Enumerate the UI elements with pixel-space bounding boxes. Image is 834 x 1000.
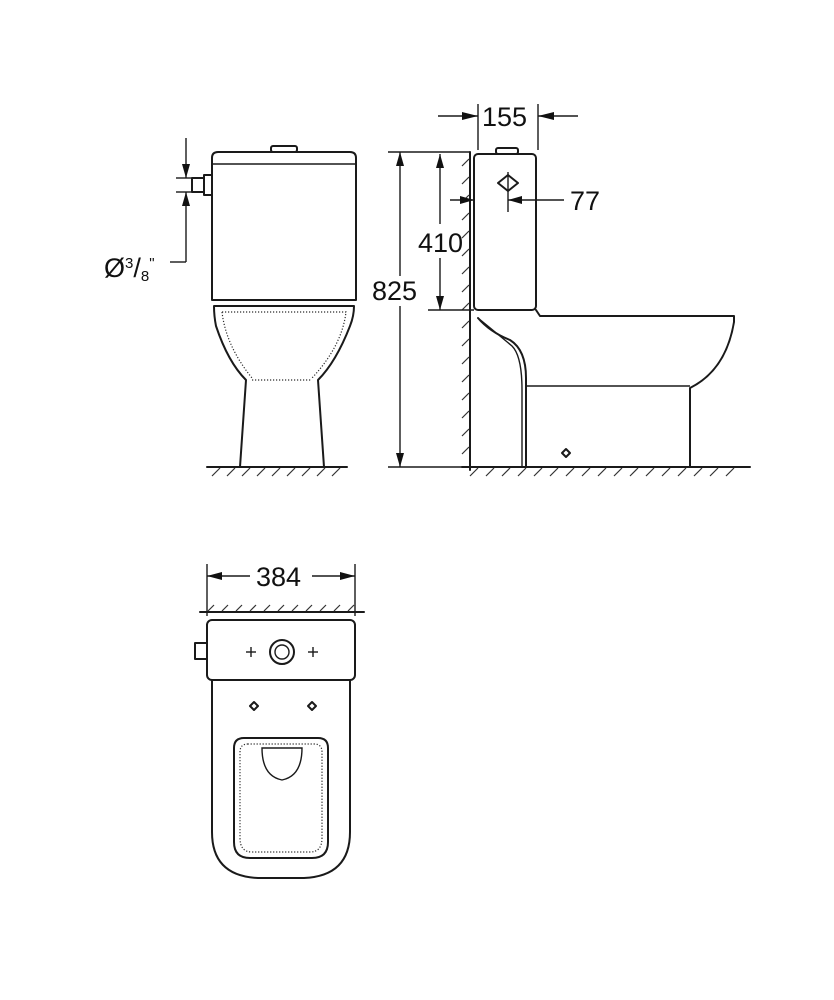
diameter-unit: " [149, 255, 154, 272]
dim-total-height: 825 [372, 276, 417, 306]
dim-tank-depth: 155 [482, 102, 527, 132]
flush-button-icon [270, 145, 298, 153]
front-cistern [211, 151, 357, 301]
side-wall-hatch [461, 158, 470, 455]
top-wall-hatch [207, 604, 355, 612]
side-view: 155 77 410 825 [372, 102, 751, 477]
top-bowl [211, 679, 351, 879]
dim-inlet-offset: 77 [570, 186, 600, 216]
fixing-screw-icon [561, 448, 571, 458]
inlet-symbol-icon [497, 174, 519, 192]
dim-width: 384 [256, 562, 301, 592]
diameter-symbol: Ø [104, 253, 125, 283]
seat-inner [239, 743, 323, 853]
diameter-numerator: 3 [125, 255, 133, 272]
top-inlet [194, 642, 208, 660]
tank-bolt-left-icon [246, 647, 256, 657]
top-flush-button-icon [269, 639, 295, 665]
diameter-denominator: 8 [141, 268, 149, 285]
inlet-diameter-label: Ø3/8" [104, 253, 155, 285]
top-cistern [206, 619, 356, 681]
front-view: Ø3/8" [104, 138, 357, 477]
tank-bolt-right-icon [308, 647, 318, 657]
dim-inlet-height: 410 [418, 228, 463, 258]
seat-outer [233, 737, 329, 859]
side-flush-button [495, 147, 519, 155]
bowl-opening [261, 747, 303, 781]
front-bowl [213, 305, 355, 468]
front-bowl-rim [222, 311, 347, 379]
top-view: 384 [194, 562, 365, 879]
side-bowl [477, 309, 735, 468]
front-floor-hatch [211, 467, 341, 477]
hinge-icon [307, 701, 317, 711]
hinge-icon [249, 701, 259, 711]
inlet-connector [191, 177, 205, 193]
side-floor-hatch [469, 467, 735, 477]
